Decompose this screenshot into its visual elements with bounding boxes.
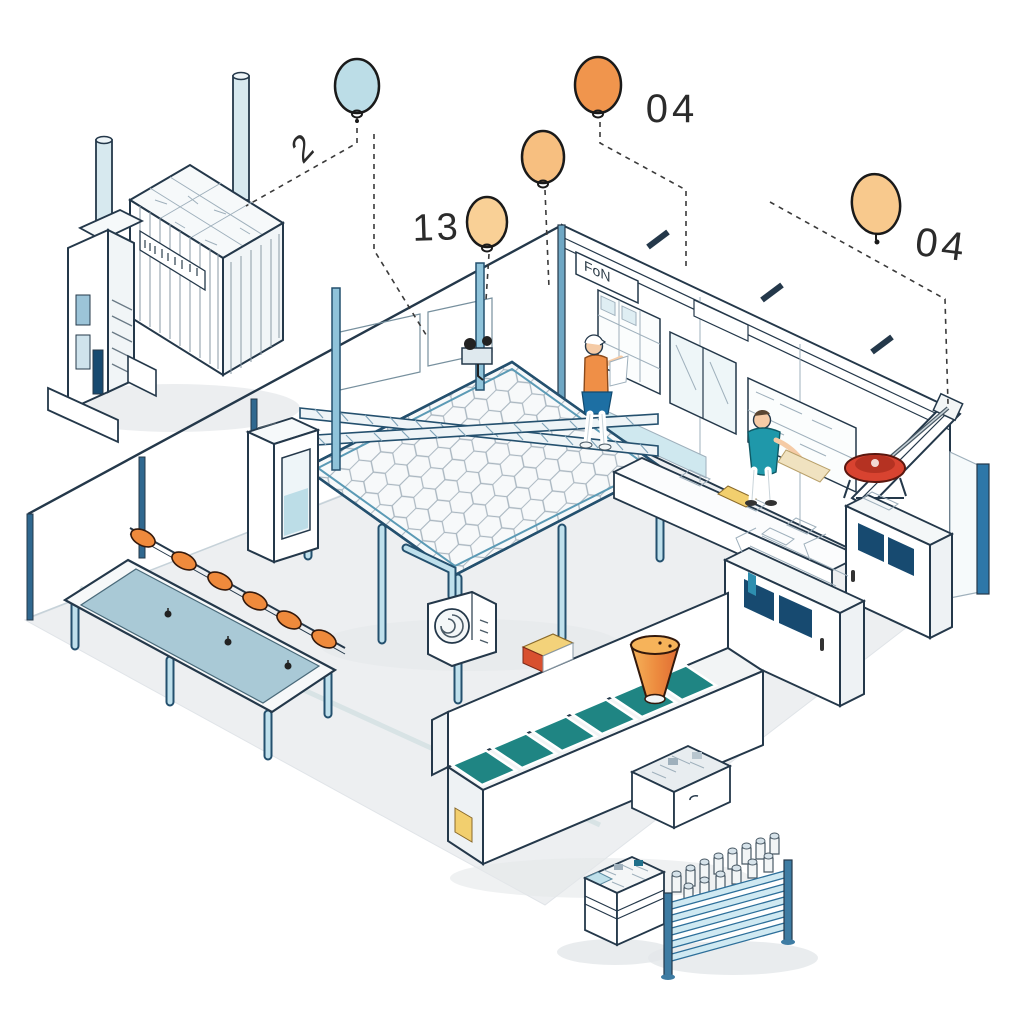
gantry-mast-left	[331, 287, 341, 471]
small-cabinet	[245, 417, 321, 564]
bottle-rack	[661, 832, 795, 980]
wall-corner-post	[557, 224, 566, 416]
worker1-cap	[584, 334, 607, 346]
worker-counter	[745, 409, 831, 506]
red-cutter-machine	[843, 406, 950, 499]
cabinet-window-pane	[888, 537, 914, 576]
marker-balloon-4: 04	[573, 55, 699, 131]
tower-step	[127, 354, 157, 398]
marker-balloon-2: 13	[412, 195, 509, 253]
marker-balloon-5: 04	[850, 172, 970, 270]
packing-conveyor	[431, 591, 766, 866]
cabinet-window-pane	[779, 595, 812, 638]
trough-basin	[79, 568, 321, 704]
counter-parcel	[777, 449, 831, 483]
blue-window-cabinets	[722, 491, 955, 708]
worker1-shorts	[581, 391, 613, 415]
silo-label-band	[139, 229, 206, 292]
worker1-paper	[609, 355, 629, 387]
marker-label-4: 04	[646, 87, 699, 131]
wash-trough	[62, 527, 346, 761]
worker1-shirt	[583, 354, 609, 398]
gantry-beams	[299, 262, 659, 471]
blower-unit	[401, 543, 497, 668]
conveyor-label	[454, 807, 473, 843]
hanging-line	[129, 527, 346, 655]
hoist-trolley	[461, 336, 493, 381]
gantry-mast-right	[475, 262, 485, 391]
cabinet-right	[843, 494, 955, 640]
tower-base	[47, 386, 119, 444]
marker-label-5: 04	[913, 220, 970, 270]
funnel	[629, 635, 681, 705]
rack-post-left	[663, 892, 673, 976]
glass-panel	[949, 451, 981, 599]
marker-label-2: 13	[412, 206, 462, 250]
cabinet-window-pane	[858, 523, 884, 562]
roof-brackets	[646, 229, 894, 355]
box-on-conveyor-wall	[521, 633, 575, 673]
orange-carriers	[130, 528, 337, 649]
marker-balloon-3	[520, 129, 566, 189]
chimney-right	[232, 75, 250, 201]
trough-legs	[70, 599, 333, 761]
blower-fan	[434, 608, 470, 644]
parts-bin	[629, 745, 733, 830]
corner-post	[976, 463, 990, 595]
worker-mesh-table	[579, 334, 629, 451]
rack-bottles	[671, 832, 780, 903]
leader-lines	[245, 118, 949, 405]
chute-bracket	[932, 392, 964, 422]
rack-post-right	[783, 859, 793, 941]
wall-plaque	[693, 299, 749, 342]
drain-plugs	[164, 608, 292, 670]
control-tower	[47, 135, 157, 444]
silo-side	[222, 221, 284, 377]
silo-unit	[47, 71, 285, 444]
wall-glass-cupboard	[669, 330, 737, 436]
markers: 2 13 04 04	[286, 55, 970, 270]
cabinet-top-frames	[735, 491, 900, 587]
